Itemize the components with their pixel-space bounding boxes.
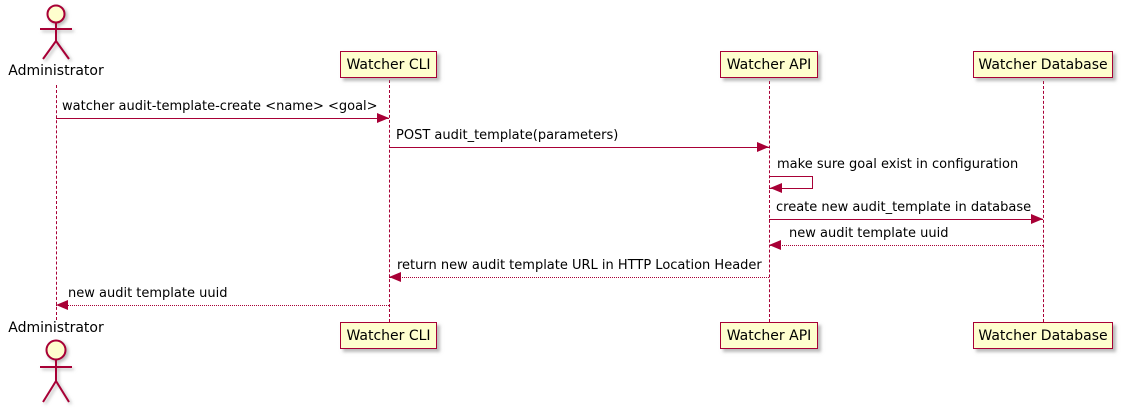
participant-box-watcher-cli-top: Watcher CLI — [340, 51, 437, 78]
message-5-label: new audit template uuid — [789, 226, 949, 241]
lifeline-watcher-database — [1043, 81, 1044, 322]
message-7-line — [56, 305, 389, 306]
message-4-label: create new audit_template in database — [776, 200, 1032, 215]
message-2-label: POST audit_template(parameters) — [396, 128, 619, 143]
participant-box-watcher-api-top: Watcher API — [720, 51, 818, 78]
lifeline-watcher-api — [769, 81, 770, 322]
message-3-arrowhead-icon — [770, 183, 782, 193]
message-7-arrowhead-icon — [56, 300, 68, 310]
message-4-arrowhead-icon — [1031, 214, 1043, 224]
message-1-label: watcher audit-template-create <name> <go… — [62, 99, 378, 114]
lifeline-watcher-cli — [389, 80, 390, 322]
administrator-label-top: Administrator — [8, 63, 104, 79]
message-2-arrowhead-icon — [757, 142, 769, 152]
participant-box-watcher-database-bottom: Watcher Database — [973, 322, 1113, 349]
message-6-label: return new audit template URL in HTTP Lo… — [397, 258, 762, 273]
message-3-self-loop — [769, 176, 813, 189]
participant-box-watcher-database-top: Watcher Database — [973, 51, 1113, 78]
message-7-label: new audit template uuid — [68, 286, 228, 301]
message-6-arrowhead-icon — [389, 272, 401, 282]
participant-box-watcher-api-bottom: Watcher API — [720, 322, 818, 349]
message-2-line — [389, 147, 769, 148]
message-3-label: make sure goal exist in configuration — [777, 157, 1019, 172]
message-1-arrowhead-icon — [377, 113, 389, 123]
message-1-line — [56, 118, 389, 119]
lifeline-administrator — [56, 85, 57, 320]
message-4-line — [769, 219, 1043, 220]
message-6-line — [389, 277, 769, 278]
message-5-line — [769, 245, 1043, 246]
administrator-label-bottom: Administrator — [8, 320, 104, 336]
administrator-actor-icon-bottom — [40, 339, 72, 403]
administrator-actor-icon — [40, 4, 72, 60]
participant-box-watcher-cli-bottom: Watcher CLI — [340, 322, 437, 349]
message-5-arrowhead-icon — [769, 240, 781, 250]
